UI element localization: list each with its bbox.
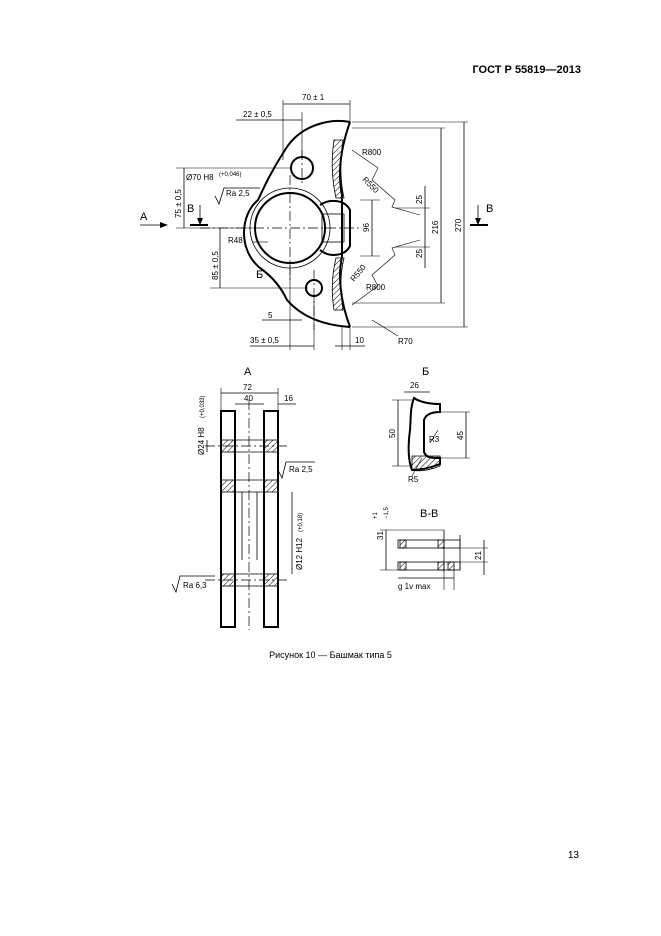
dim-31-tol2: −1,5: [384, 506, 390, 519]
dim-270: 270: [454, 218, 463, 232]
g-max: g 1v max: [398, 582, 430, 591]
dim-24h8: Ø24 H8: [197, 427, 206, 455]
section-label-v-right: В: [486, 203, 493, 215]
radius-800-bottom: R800: [366, 283, 386, 292]
dim-35: 35 ± 0,5: [250, 336, 279, 345]
view-a-arrow: [160, 222, 168, 228]
dim-75: 75 ± 0,5: [174, 189, 183, 218]
section-label-b: Б: [256, 269, 263, 281]
dim-12h12: Ø12 H12: [295, 537, 304, 570]
dim-40: 40: [244, 394, 253, 403]
page-number: 13: [567, 850, 579, 861]
section-label-v-left: В: [187, 203, 194, 215]
dim-72: 72: [243, 383, 252, 392]
dim-70h8-tol: (+0,046): [219, 172, 242, 178]
dim-31: 31: [376, 531, 385, 540]
radius-5: R5: [408, 475, 419, 484]
radius-800-top: R800: [362, 148, 382, 157]
radius-3: R3: [429, 435, 440, 444]
radius-550-bottom: R550: [349, 262, 369, 283]
view-b-title: Б: [422, 366, 429, 378]
dim-96: 96: [362, 223, 371, 232]
contact-face: [339, 121, 351, 328]
radius-70: R70: [398, 337, 413, 346]
ra-25-main: Ra 2,5: [226, 189, 250, 198]
radius-48: R48: [228, 236, 243, 245]
dim-10: 10: [355, 336, 364, 345]
dim-25-lower: 25: [415, 249, 424, 258]
view-a: А 72 40 16 Ø24 H8: [171, 366, 315, 630]
dim-31-tol: +1: [373, 511, 379, 519]
ra-25-view-a: Ra 2,5: [289, 465, 313, 474]
dim-16: 16: [284, 394, 293, 403]
view-vv-title: В-В: [420, 508, 438, 520]
dim-5: 5: [268, 311, 273, 320]
dim-21: 21: [474, 551, 483, 560]
view-b: Б 26 50 45 R3 R5: [388, 366, 470, 484]
radius-550-top: R550: [361, 175, 381, 195]
lining-hatch-lower: [331, 257, 345, 311]
shoe-outline: [243, 120, 351, 328]
figure-caption: Рисунок 10 — Башмак типа 5: [269, 650, 392, 660]
dim-216: 216: [431, 220, 440, 234]
view-a-title: А: [244, 366, 252, 378]
dim-70: 70 ± 1: [302, 93, 325, 102]
dim-26: 26: [410, 381, 419, 390]
dim-22: 22 ± 0,5: [243, 110, 272, 119]
main-view: 70 ± 1 22 ± 0,5 Ø70 H8 (+0,046) 75 ± 0,5…: [140, 93, 493, 350]
dim-85: 85 ± 0,5: [211, 251, 220, 280]
standard-header: ГОСТ Р 55819—2013: [472, 64, 581, 76]
dim-50: 50: [388, 429, 397, 438]
ra-63-view-a: Ra 6,3: [183, 581, 207, 590]
dim-25-upper: 25: [415, 195, 424, 204]
section-label-a: А: [140, 211, 148, 223]
dim-45: 45: [456, 431, 465, 440]
plate-right: [263, 410, 279, 628]
view-vv: В-В 31 +1 −1,5 21 g 1v max: [373, 506, 488, 591]
dim-24h8-tol: (+0,033): [200, 395, 206, 418]
dim-12h12-tol: (+0,18): [298, 513, 304, 532]
dim-70h8: Ø70 H8: [186, 173, 214, 182]
lining-hatch-upper: [331, 139, 345, 199]
plate-left: [220, 410, 236, 628]
